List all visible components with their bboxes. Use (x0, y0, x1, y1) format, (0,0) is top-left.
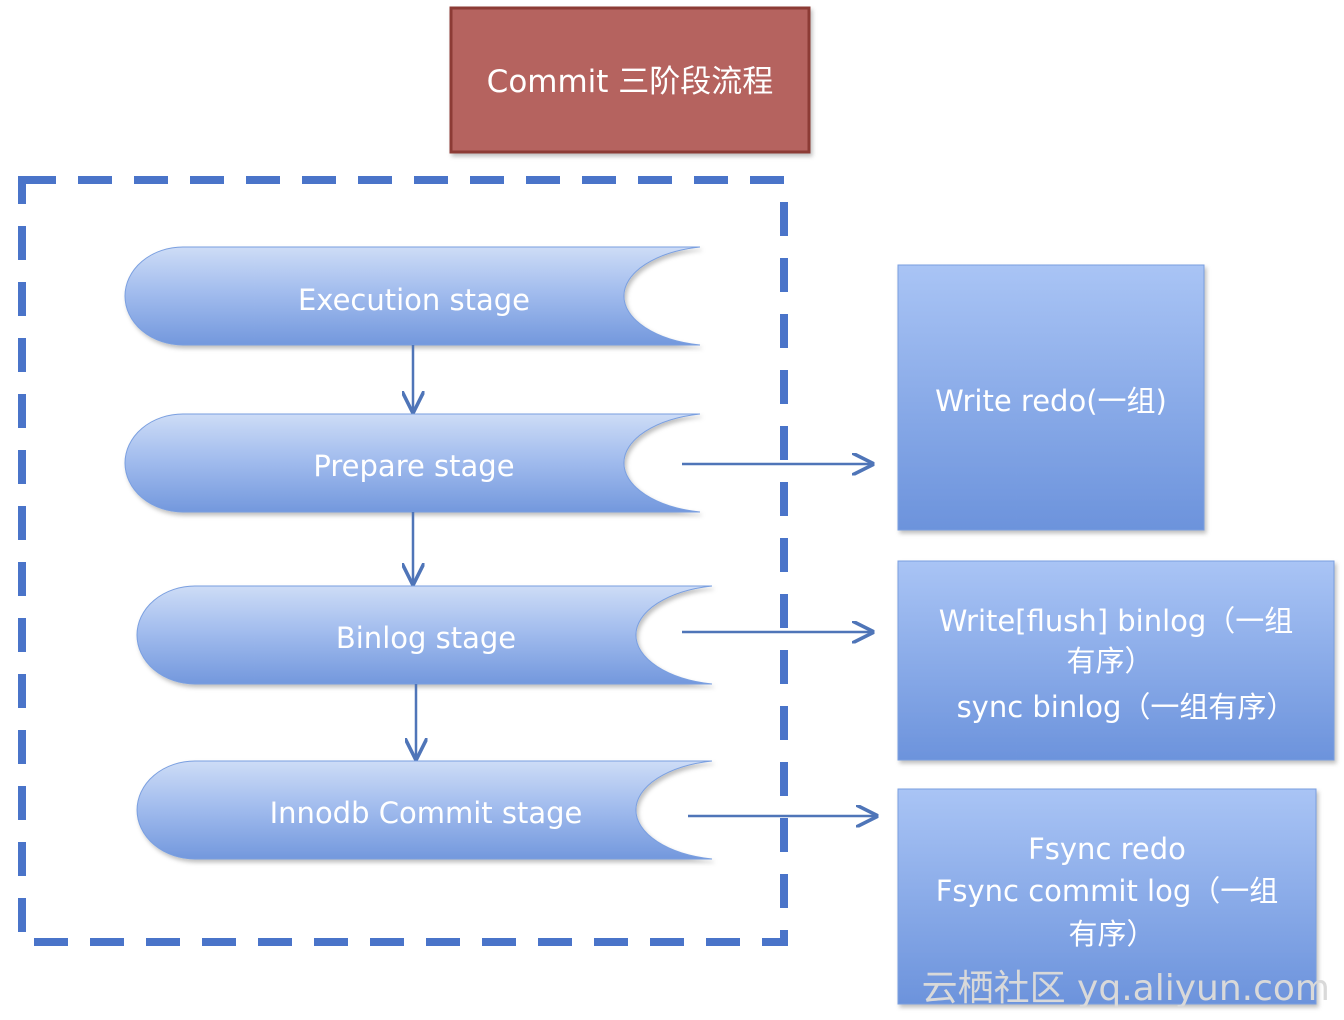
output-box-write-binlog: Write[flush] binlog（一组 有序） sync binlog（一… (897, 560, 1335, 761)
output-text-fsync-line2: Fsync commit log（一组 (936, 874, 1279, 908)
watermark-text: 云栖社区 yq.aliyun.com (922, 968, 1330, 1009)
stage-group-dashed-border (18, 176, 788, 946)
output-text-write-binlog-line1: Write[flush] binlog（一组 (939, 604, 1294, 638)
title-box: Commit 三阶段流程 (449, 6, 811, 154)
output-box-write-redo: Write redo(一组) (897, 264, 1205, 531)
output-box-fsync: Fsync redo Fsync commit log（一组 有序） (897, 788, 1317, 1005)
output-text-write-redo: Write redo(一组) (935, 384, 1167, 418)
output-text-write-binlog-line3: sync binlog（一组有序） (957, 690, 1296, 724)
output-text-fsync-line1: Fsync redo (1028, 832, 1186, 866)
stage-label-execution: Execution stage (298, 283, 530, 317)
output-text-write-binlog-line2: 有序） (1066, 644, 1153, 678)
stage-label-prepare: Prepare stage (313, 449, 514, 483)
stage-prepare: Prepare stage (124, 413, 701, 513)
stage-label-innodb-commit: Innodb Commit stage (270, 796, 583, 830)
stage-innodb-commit: Innodb Commit stage (136, 760, 713, 860)
stage-label-binlog: Binlog stage (336, 621, 516, 655)
stage-execution: Execution stage (124, 246, 701, 346)
output-text-fsync-line3: 有序） (1068, 917, 1155, 951)
stage-binlog: Binlog stage (136, 585, 713, 685)
title-text: Commit 三阶段流程 (487, 64, 774, 100)
